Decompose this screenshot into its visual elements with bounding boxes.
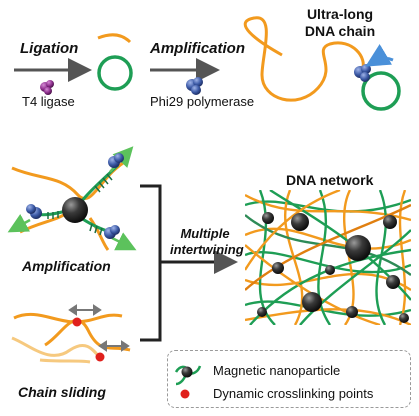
linear-dna-arc bbox=[97, 33, 132, 44]
crosslink-legend-icon bbox=[180, 389, 190, 399]
crosslink-point bbox=[72, 317, 82, 327]
amplification-label-left: Amplification bbox=[22, 258, 111, 274]
multiple-intertwining-label: Multiple intertwining bbox=[170, 226, 244, 258]
ligation-label: Ligation bbox=[20, 40, 79, 57]
ultra-long-dna-chain-title: Ultra-long DNA chain bbox=[290, 6, 390, 40]
chain-title-line1: Ultra-long bbox=[306, 6, 374, 22]
t4-ligase-label: T4 ligase bbox=[22, 94, 75, 109]
legend-crosslinking-points: Dynamic crosslinking points bbox=[213, 386, 374, 401]
circular-dna-template bbox=[97, 55, 133, 91]
amplification-cluster bbox=[7, 146, 137, 251]
chain-sliding-illustration bbox=[11, 304, 131, 364]
legend-box bbox=[167, 350, 411, 408]
intertwining-line1: Multiple bbox=[180, 226, 230, 241]
intertwining-line2: intertwining bbox=[170, 242, 244, 257]
phi29-polymerase-icon bbox=[186, 77, 203, 95]
dna-network-title: DNA network bbox=[286, 172, 374, 188]
magnetic-nanoparticle-legend-icon bbox=[174, 365, 202, 386]
crosslink-point bbox=[95, 352, 105, 362]
ultra-long-dna-chain bbox=[243, 16, 365, 102]
t4-ligase-icon bbox=[40, 80, 54, 95]
chain-sliding-label: Chain sliding bbox=[18, 384, 106, 400]
dna-network-image bbox=[245, 190, 411, 325]
phi29-polymerase-label: Phi29 polymerase bbox=[150, 94, 255, 109]
amplification-label-top: Amplification bbox=[150, 40, 246, 57]
rca-polymerase-icon bbox=[354, 64, 371, 82]
chain-title-line2: DNA chain bbox=[304, 23, 376, 39]
rotation-arrow bbox=[365, 43, 394, 67]
legend-magnetic-nanoparticle: Magnetic nanoparticle bbox=[213, 363, 341, 378]
rca-circular-template bbox=[361, 71, 401, 111]
merge-bracket bbox=[140, 184, 162, 342]
